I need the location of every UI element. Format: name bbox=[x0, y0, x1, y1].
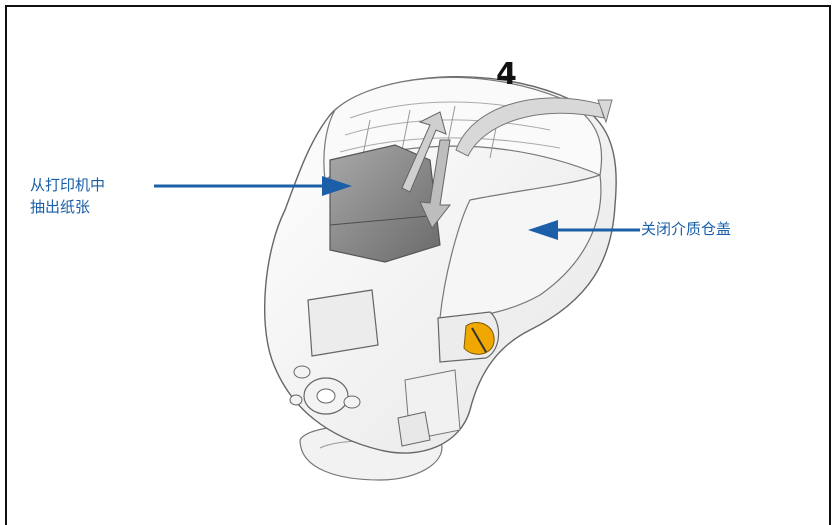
step-number: 4 bbox=[496, 57, 517, 92]
left-arrow-icon bbox=[528, 220, 640, 240]
display-screen bbox=[307, 289, 379, 357]
latch-button bbox=[437, 311, 500, 363]
up-arrow-icon bbox=[401, 111, 447, 193]
keypad bbox=[289, 365, 361, 415]
figure-frame bbox=[5, 5, 831, 525]
curved-arrow-icon bbox=[455, 97, 613, 157]
callout-close-cover: 关闭介质仓盖 bbox=[641, 220, 732, 238]
callout-remove-paper: 从打印机中 抽出纸张 bbox=[30, 176, 106, 216]
down-arrow-icon bbox=[419, 139, 452, 229]
left-callout-arrow bbox=[154, 176, 352, 196]
